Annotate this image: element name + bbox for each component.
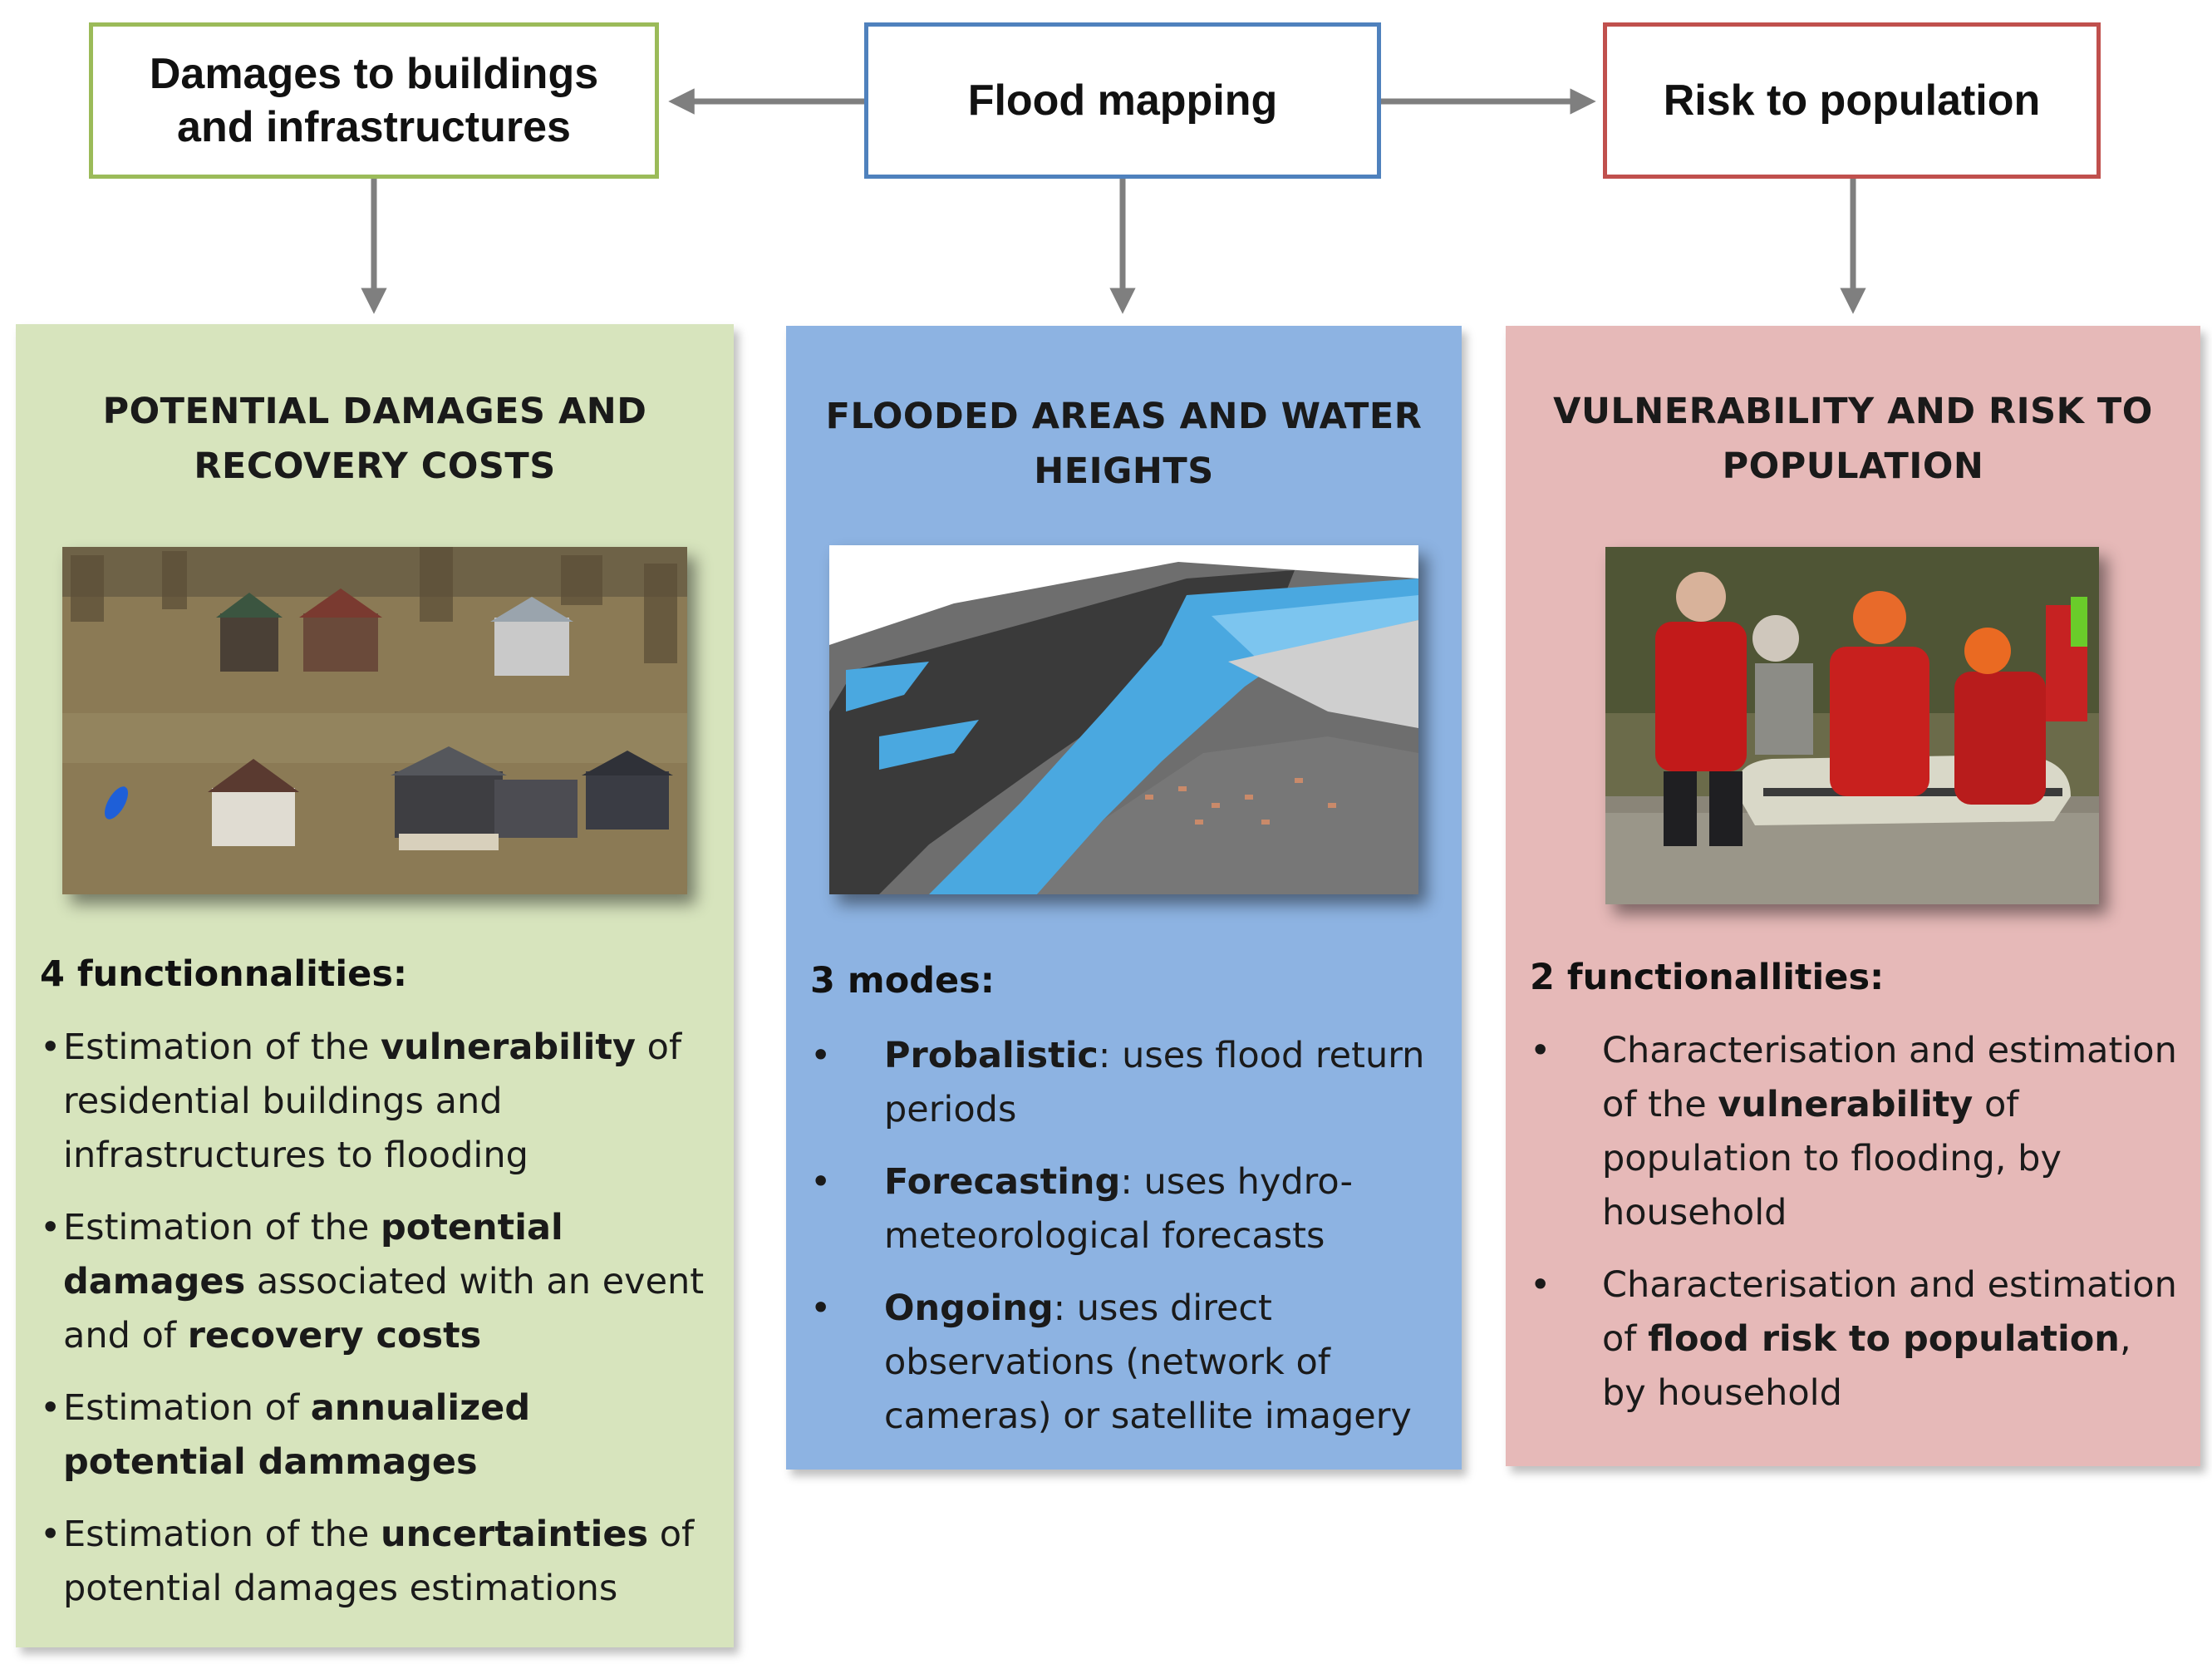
damages-box-line2: and infrastructures bbox=[177, 103, 571, 151]
flood-bullet-list: •Probalistic: uses flood return periods … bbox=[810, 1029, 1450, 1444]
damages-bullet-list: •Estimation of the vulnerability of resi… bbox=[40, 1021, 713, 1616]
damages-box: Damages to buildings and infrastructures bbox=[89, 22, 659, 179]
damages-box-line1: Damages to buildings bbox=[149, 50, 599, 98]
rescue-boat-photo bbox=[1605, 547, 2099, 904]
flooded-houses-photo bbox=[62, 547, 687, 894]
list-item: •Characterisation and estimation of floo… bbox=[1530, 1264, 2177, 1414]
list-item: •Forecasting: uses hydro-meteorological … bbox=[810, 1161, 1354, 1257]
damages-title-line1: POTENTIAL DAMAGES AND bbox=[102, 391, 647, 432]
list-item: •Characterisation and estimation of the … bbox=[1530, 1030, 2177, 1233]
risk-title-line2: POPULATION bbox=[1722, 446, 1984, 487]
flood-heading: 3 modes: bbox=[810, 960, 995, 1002]
risk-heading: 2 functionallities: bbox=[1530, 957, 1885, 998]
risk-box: Risk to population bbox=[1603, 22, 2101, 179]
flood-title-line2: HEIGHTS bbox=[1034, 450, 1214, 492]
risk-bullet-list: •Characterisation and estimation of the … bbox=[1530, 1024, 2186, 1420]
flood-panel-title: FLOODED AREAS AND WATER HEIGHTS bbox=[786, 389, 1462, 499]
risk-box-label: Risk to population bbox=[1663, 76, 2041, 125]
damages-panel-title: POTENTIAL DAMAGES AND RECOVERY COSTS bbox=[16, 384, 734, 494]
list-item: •Ongoing: uses direct observations (netw… bbox=[810, 1287, 1412, 1437]
list-item: •Probalistic: uses flood return periods bbox=[810, 1035, 1425, 1130]
flood-mapping-label: Flood mapping bbox=[967, 76, 1278, 125]
list-item: •Estimation of the vulnerability of resi… bbox=[40, 1027, 682, 1176]
flood-panel: FLOODED AREAS AND WATER HEIGHTS 3 modes:… bbox=[786, 326, 1462, 1470]
damages-panel: POTENTIAL DAMAGES AND RECOVERY COSTS bbox=[16, 324, 734, 1647]
damages-title-line2: RECOVERY COSTS bbox=[194, 446, 556, 487]
list-item: •Estimation of the uncertainties of pote… bbox=[40, 1514, 695, 1609]
flood-mapping-box: Flood mapping bbox=[864, 22, 1381, 179]
list-item: •Estimation of the potential damages ass… bbox=[40, 1207, 705, 1356]
damages-heading: 4 functionnalities: bbox=[40, 953, 408, 995]
risk-title-line1: VULNERABILITY AND RISK TO bbox=[1553, 391, 2153, 432]
risk-panel-title: VULNERABILITY AND RISK TO POPULATION bbox=[1506, 384, 2200, 494]
flood-title-line1: FLOODED AREAS AND WATER bbox=[825, 396, 1423, 437]
flood-map-3d-image bbox=[829, 545, 1418, 894]
risk-panel: VULNERABILITY AND RISK TO POPULATION 2 f… bbox=[1506, 326, 2200, 1466]
list-item: •Estimation of annualized potential damm… bbox=[40, 1387, 531, 1483]
